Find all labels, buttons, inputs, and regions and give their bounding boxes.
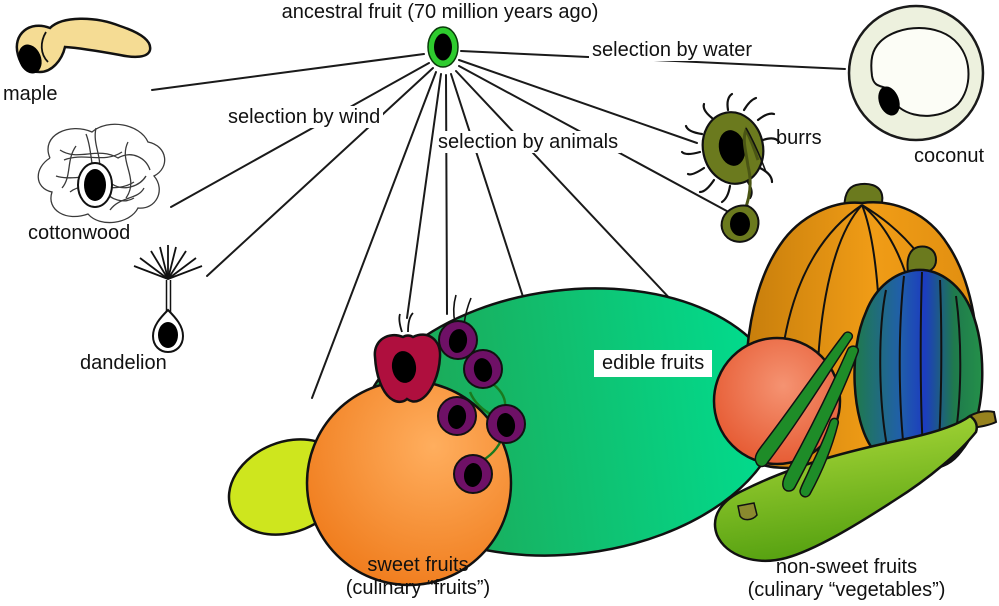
fluff-strand (109, 187, 145, 211)
coconut-label: coconut (914, 145, 985, 167)
dandelion-parachute (133, 245, 203, 280)
ancestral-fruit-seed (434, 33, 452, 61)
sweet-fruits-caption-line1: sweet fruits (367, 554, 469, 576)
apple-group (373, 312, 442, 404)
apple-stem (407, 312, 414, 333)
ancestral-fruit-illustration (427, 26, 459, 68)
berry-seed (447, 405, 467, 429)
maple-label: maple (3, 83, 58, 105)
fluff-strand (61, 145, 77, 189)
line-to-apple (406, 73, 442, 319)
apple-seed (391, 351, 417, 383)
selection-by-animals-label: selection by animals (435, 131, 622, 153)
maple-wing (15, 17, 152, 74)
fluff-strand (37, 123, 166, 224)
radiating-lines (151, 50, 846, 399)
bean-pod (754, 331, 854, 468)
burr-seed-top (718, 130, 746, 166)
sweet-fruits-group (227, 287, 784, 587)
pear-body (713, 414, 978, 562)
berry-seed (448, 329, 468, 353)
sweet-fruits-caption-line2: (culinary “fruits”) (345, 577, 491, 599)
edible-fruits-label: edible fruits (594, 350, 713, 377)
berry-seed (473, 358, 493, 382)
nonsweet-fruits-caption-line1: non-sweet fruits (775, 556, 918, 578)
coconut-seed (878, 86, 900, 116)
line-to-cottonwood (170, 62, 430, 208)
maple-seed (18, 44, 42, 74)
apple-stem (398, 313, 403, 333)
bean-pod (799, 417, 840, 498)
fluff-strand (124, 141, 132, 199)
green-beans (754, 331, 860, 498)
pear-spot (737, 502, 758, 521)
line-to-melon (450, 73, 537, 338)
coconut-illustration (847, 4, 985, 142)
cottonwood-label: cottonwood (28, 222, 131, 244)
cottonwood-illustration (37, 123, 166, 224)
line-to-maple (151, 53, 425, 91)
selection-by-wind-label: selection by wind (225, 106, 384, 128)
burrs-illustration (680, 92, 781, 243)
line-to-dandelion (206, 67, 434, 277)
burrs-label: burrs (776, 127, 822, 149)
maple-wing-curl (40, 31, 49, 63)
burr-tail-hook (745, 127, 767, 173)
pear-group (713, 410, 998, 562)
fluff-strand (59, 149, 151, 171)
dandelion-label: dandelion (80, 352, 167, 374)
line-to-burr-top (458, 59, 698, 144)
burr-tail (742, 126, 760, 213)
burr-seed-bottom (730, 212, 750, 236)
berry-seed (463, 463, 483, 487)
maple-illustration (15, 17, 152, 74)
dandelion-illustration (133, 245, 203, 354)
fluff-strand (63, 151, 123, 161)
berry-seed (496, 413, 516, 437)
bean-pod (782, 345, 860, 492)
cottonwood-seed (84, 169, 106, 201)
berry-cluster (437, 294, 526, 494)
line-to-orange (311, 71, 437, 399)
sweet-fruits-caption: sweet fruits (culinary “fruits”) (318, 554, 518, 600)
nonsweet-fruits-caption-line2: (culinary “vegetables”) (747, 579, 946, 601)
nonsweet-fruits-group (712, 182, 998, 562)
selection-by-water-label: selection by water (589, 39, 756, 61)
line-to-berries (445, 74, 448, 315)
diagram-title: ancestral fruit (70 million years ago) (281, 1, 599, 23)
dandelion-seed (158, 322, 178, 348)
nonsweet-fruits-caption: non-sweet fruits (culinary “vegetables”) (724, 556, 969, 602)
